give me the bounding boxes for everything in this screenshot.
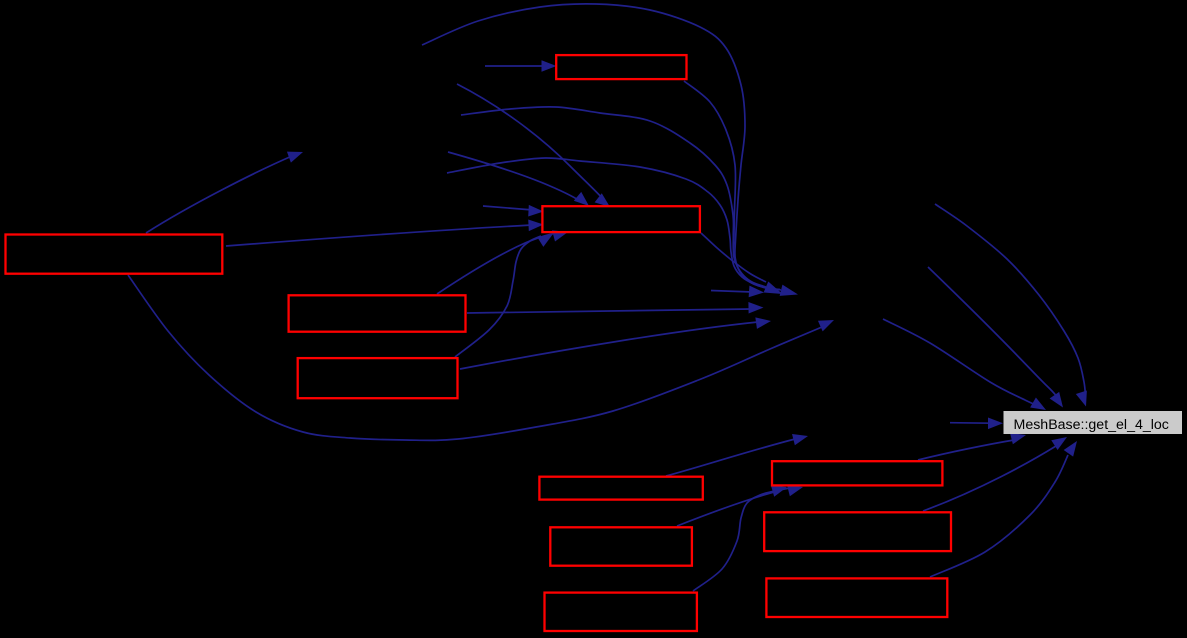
svg-text:MeshBase::get_el_4_loc: MeshBase::get_el_4_loc <box>1014 417 1169 433</box>
